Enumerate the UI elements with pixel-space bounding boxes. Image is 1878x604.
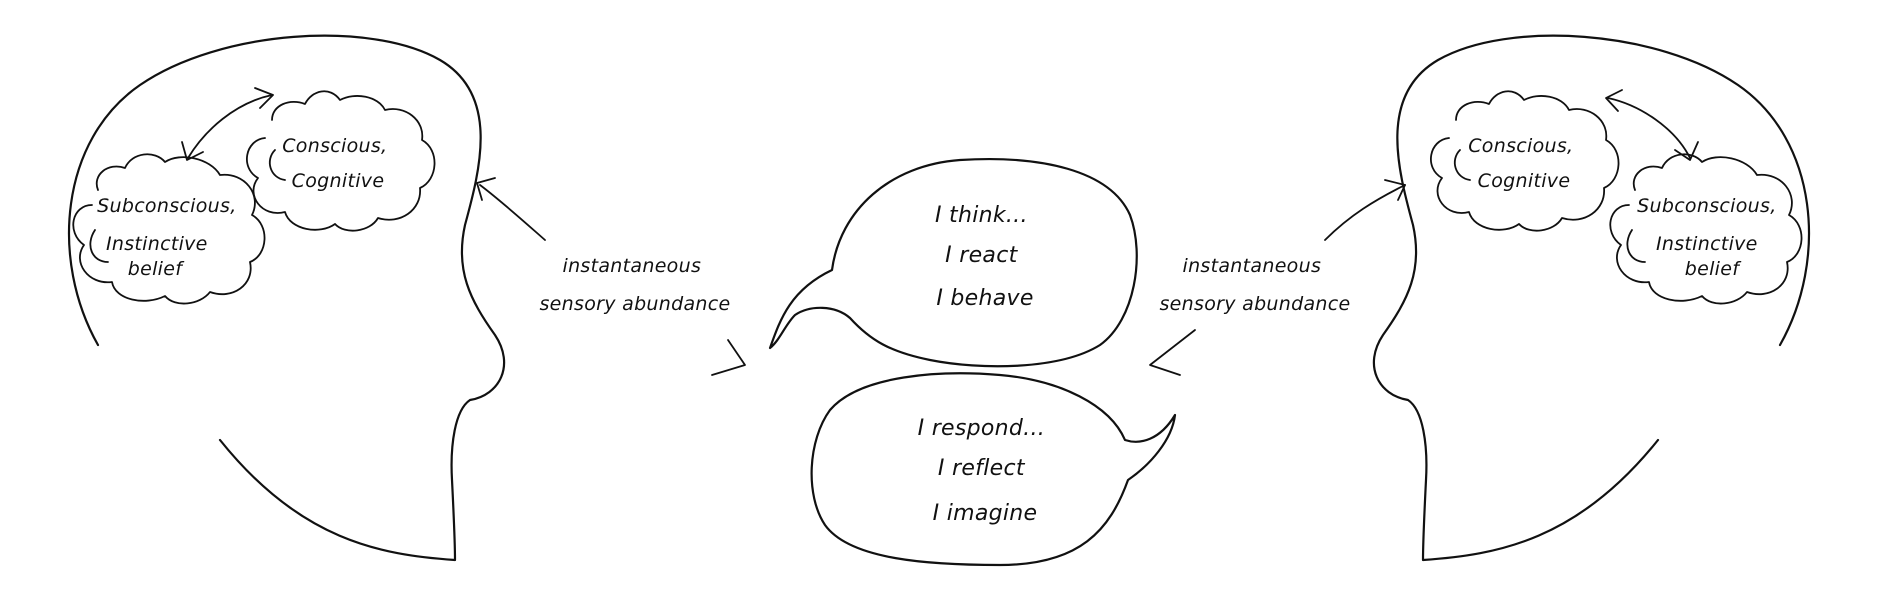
left-bidirectional-arrow [187, 94, 273, 159]
right-bidirectional-arrow [1607, 97, 1691, 159]
right-input-arrow: instantaneous sensory abundance [1149, 179, 1406, 376]
right-head-outline [1372, 34, 1811, 562]
right-outgoing-arrowhead [1149, 329, 1196, 376]
left-outgoing-arrowhead [711, 339, 746, 376]
left-input-label-line-1: instantaneous [563, 255, 702, 277]
right-conscious-cloud [1430, 90, 1620, 232]
left-input-label: instantaneous sensory abundance [539, 255, 730, 315]
speech-bubble-top-line-2: I react [945, 243, 1018, 268]
right-head: Conscious, Cognitive Subconscious, Insti… [1372, 34, 1811, 562]
left-input-label-line-2: sensory abundance [539, 293, 730, 315]
left-conscious-cloud-inner [268, 149, 286, 181]
left-conscious-line-1: Conscious, [282, 135, 387, 157]
right-conscious-line-2: Cognitive [1478, 170, 1571, 192]
speech-bubble-top-text: I think... I react I behave [935, 203, 1035, 311]
left-input-arrowhead [476, 177, 496, 201]
left-subconscious-cloud [72, 153, 266, 305]
speech-bubble-bottom-outline [810, 372, 1177, 567]
right-input-label-line-2: sensory abundance [1159, 293, 1350, 315]
left-arrowhead-bottom [181, 141, 204, 161]
left-conscious-cloud [246, 90, 436, 232]
speech-bubble-bottom: I respond... I reflect I imagine [810, 372, 1177, 567]
left-input-arrow-shaft [479, 184, 546, 241]
left-input-arrow: instantaneous sensory abundance [476, 177, 746, 376]
speech-bubble-bottom-line-1: I respond... [918, 416, 1045, 441]
left-head-outline [67, 34, 506, 562]
right-conscious-line-1: Conscious, [1468, 135, 1573, 157]
right-conscious-text: Conscious, Cognitive [1468, 135, 1580, 192]
speech-bubble-bottom-line-2: I reflect [938, 456, 1026, 481]
left-subconscious-line-3: belief [128, 258, 185, 280]
right-input-label: instantaneous sensory abundance [1159, 255, 1350, 315]
right-arrowhead-top [1605, 89, 1623, 112]
right-subconscious-line-1: Subconscious, [1637, 195, 1776, 217]
left-subconscious-line-2: Instinctive [106, 233, 208, 255]
right-subconscious-text: Subconscious, Instinctive belief [1637, 195, 1783, 280]
left-conscious-text: Conscious, Cognitive [282, 135, 394, 192]
left-arrowhead-top [254, 87, 274, 109]
right-subconscious-line-2: Instinctive [1656, 233, 1758, 255]
right-input-arrow-shaft [1324, 184, 1406, 241]
left-head: Conscious, Cognitive Subconscious, Insti… [67, 34, 506, 562]
right-conscious-cloud-inner [1453, 149, 1471, 181]
left-subconscious-text: Subconscious, Instinctive belief [97, 195, 243, 280]
right-subconscious-line-3: belief [1685, 258, 1742, 280]
speech-bubble-bottom-text: I respond... I reflect I imagine [918, 416, 1053, 526]
speech-bubble-top-line-1: I think... [935, 203, 1028, 228]
right-input-label-line-1: instantaneous [1183, 255, 1322, 277]
left-subconscious-cloud-inner [89, 229, 109, 263]
left-conscious-line-2: Cognitive [292, 170, 385, 192]
speech-bubble-top-line-3: I behave [936, 286, 1033, 311]
right-arrowhead-bottom [1674, 141, 1699, 161]
speech-bubble-top-outline [768, 157, 1138, 368]
speech-bubble-top: I think... I react I behave [768, 157, 1138, 368]
right-subconscious-cloud [1609, 153, 1803, 305]
right-input-arrowhead [1384, 179, 1406, 201]
left-subconscious-line-1: Subconscious, [97, 195, 236, 217]
right-subconscious-cloud-inner [1626, 229, 1646, 263]
speech-bubble-bottom-line-3: I imagine [933, 501, 1038, 526]
